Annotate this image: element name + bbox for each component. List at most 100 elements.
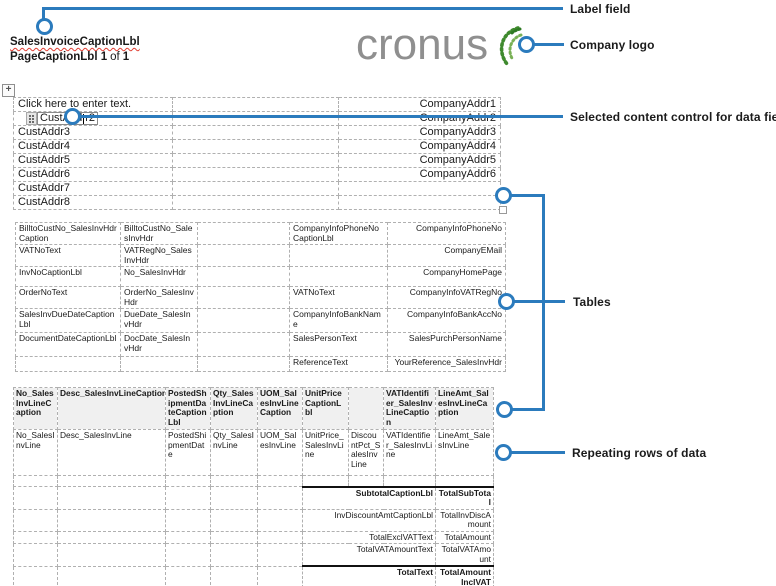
table-cell[interactable] bbox=[172, 195, 339, 210]
table-cell[interactable]: CompanyAddr3 bbox=[338, 125, 501, 140]
table-cell[interactable] bbox=[302, 475, 349, 487]
column-header[interactable]: Desc_SalesInvLineCaption bbox=[57, 387, 166, 430]
table-cell[interactable] bbox=[13, 508, 58, 532]
table-cell[interactable]: CompanyInfoBankName bbox=[289, 308, 388, 333]
table-cell[interactable] bbox=[210, 543, 258, 567]
table-cell[interactable] bbox=[57, 508, 166, 532]
table-cell[interactable]: CompanyInfoPhoneNo bbox=[387, 222, 506, 245]
table-cell[interactable] bbox=[338, 195, 501, 210]
table-cell[interactable]: CompanyAddr1 bbox=[338, 97, 501, 112]
table-cell[interactable] bbox=[289, 244, 388, 267]
table-cell[interactable] bbox=[57, 543, 166, 567]
table-cell[interactable] bbox=[289, 266, 388, 287]
table-cell[interactable] bbox=[165, 565, 211, 586]
table-cell[interactable] bbox=[348, 475, 384, 487]
table-cell[interactable] bbox=[257, 530, 303, 544]
table-cell[interactable]: CompanyInfoPhoneNoCaptionLbl bbox=[289, 222, 388, 245]
table-cell[interactable]: CompanyAddr4 bbox=[338, 139, 501, 154]
table-cell[interactable]: VATIdentifier_SalesInvLine bbox=[383, 429, 436, 476]
column-header[interactable]: UOM_SalesInvLineCaption bbox=[257, 387, 303, 430]
table-cell[interactable] bbox=[165, 486, 211, 510]
totals-value-cell[interactable]: TotalAmountInclVAT bbox=[435, 565, 494, 586]
table-cell[interactable] bbox=[210, 475, 258, 487]
table-cell[interactable] bbox=[197, 332, 290, 357]
table-cell[interactable]: LineAmt_SalesInvLine bbox=[435, 429, 494, 476]
table-cell[interactable] bbox=[210, 486, 258, 510]
table-cell[interactable] bbox=[210, 565, 258, 586]
totals-caption-cell[interactable]: TotalVATAmountText bbox=[302, 543, 436, 567]
totals-value-cell[interactable]: TotalAmount bbox=[435, 530, 494, 544]
table-cell[interactable] bbox=[172, 181, 339, 196]
table-cell[interactable]: UOM_SalesInvLine bbox=[257, 429, 303, 476]
table-resize-handle[interactable] bbox=[499, 206, 507, 214]
table-cell[interactable]: DocDate_SalesInvHdr bbox=[120, 332, 198, 357]
table-cell[interactable]: VATNoText bbox=[15, 244, 121, 267]
table-cell[interactable]: OrderNoText bbox=[15, 286, 121, 309]
table-cell[interactable]: CompanyAddr6 bbox=[338, 167, 501, 182]
table-cell[interactable] bbox=[257, 486, 303, 510]
content-control-handle[interactable] bbox=[26, 112, 37, 125]
table-cell[interactable] bbox=[210, 530, 258, 544]
table-cell[interactable]: DueDate_SalesInvHdr bbox=[120, 308, 198, 333]
table-cell[interactable]: SalesPurchPersonName bbox=[387, 332, 506, 357]
table-cell[interactable] bbox=[172, 97, 339, 112]
table-cell[interactable]: No_SalesInvLine bbox=[13, 429, 58, 476]
table-cell[interactable]: SalesInvDueDateCaptionLbl bbox=[15, 308, 121, 333]
table-cell[interactable]: VATRegNo_SalesInvHdr bbox=[120, 244, 198, 267]
totals-value-cell[interactable]: TotalVATAmount bbox=[435, 543, 494, 567]
table-cell[interactable]: CompanyEMail bbox=[387, 244, 506, 267]
table-cell[interactable] bbox=[257, 565, 303, 586]
totals-caption-cell[interactable]: SubtotalCaptionLbl bbox=[302, 485, 436, 510]
table-cell[interactable] bbox=[210, 508, 258, 532]
table-cell[interactable]: CompanyHomePage bbox=[387, 266, 506, 287]
table-cell[interactable]: CompanyAddr2 bbox=[338, 111, 501, 126]
table-cell[interactable] bbox=[57, 486, 166, 510]
table-cell[interactable] bbox=[197, 308, 290, 333]
table-cell[interactable] bbox=[120, 356, 198, 372]
table-cell[interactable] bbox=[13, 565, 58, 586]
table-cell[interactable] bbox=[257, 508, 303, 532]
table-cell[interactable]: BilltoCustNo_SalesInvHdr bbox=[120, 222, 198, 245]
table-cell[interactable] bbox=[197, 222, 290, 245]
table-cell[interactable] bbox=[13, 475, 58, 487]
table-cell[interactable]: ReferenceText bbox=[289, 356, 388, 372]
table-cell[interactable]: DocumentDateCaptionLbl bbox=[15, 332, 121, 357]
column-header[interactable]: No_SalesInvLineCaption bbox=[13, 387, 58, 430]
page-caption-label[interactable]: PageCaptionLbl 1 of 1 bbox=[10, 51, 129, 63]
table-cell[interactable] bbox=[172, 139, 339, 154]
table-cell[interactable] bbox=[435, 475, 494, 487]
table-cell[interactable]: No_SalesInvHdr bbox=[120, 266, 198, 287]
totals-caption-cell[interactable]: TotalExclVATText bbox=[302, 530, 436, 544]
content-control-custaddr2[interactable]: CustAdd r2 bbox=[26, 112, 172, 125]
table-cell[interactable]: Desc_SalesInvLine bbox=[57, 429, 166, 476]
table-cell[interactable] bbox=[172, 167, 339, 182]
sales-invoice-caption-label[interactable]: SalesInvoiceCaptionLbl bbox=[10, 36, 140, 48]
table-cell[interactable] bbox=[165, 508, 211, 532]
table-cell[interactable]: CustAddr7 bbox=[13, 181, 173, 196]
table-cell[interactable]: OrderNo_SalesInvHdr bbox=[120, 286, 198, 309]
table-cell[interactable] bbox=[13, 486, 58, 510]
totals-value-cell[interactable]: TotalSubTotal bbox=[435, 485, 494, 510]
table-cell[interactable]: CompanyInfoVATRegNo bbox=[387, 286, 506, 309]
table-cell[interactable] bbox=[338, 181, 501, 196]
table-cell[interactable]: YourReference_SalesInvHdr bbox=[387, 356, 506, 372]
table-cell[interactable] bbox=[197, 286, 290, 309]
table-cell[interactable] bbox=[165, 530, 211, 544]
table-cell[interactable]: Qty_SalesInvLine bbox=[210, 429, 258, 476]
placeholder-cell[interactable]: Click here to enter text. bbox=[13, 97, 173, 112]
table-cell[interactable] bbox=[172, 125, 339, 140]
column-header[interactable]: VATIdentifier_SalesInvLineCaption bbox=[383, 387, 436, 430]
table-cell[interactable]: VATNoText bbox=[289, 286, 388, 309]
column-header[interactable]: UnitPriceCaptionLbl bbox=[302, 387, 349, 430]
table-cell[interactable]: InvNoCaptionLbl bbox=[15, 266, 121, 287]
table-cell[interactable] bbox=[165, 543, 211, 567]
column-header[interactable]: PostedShipmentDateCaptionLbl bbox=[165, 387, 211, 430]
table-cell[interactable]: PostedShipmentDate bbox=[165, 429, 211, 476]
totals-value-cell[interactable]: TotalInvDiscAmount bbox=[435, 508, 494, 532]
table-cell[interactable] bbox=[172, 153, 339, 168]
column-header[interactable]: LineAmt_SalesInvLineCaption bbox=[435, 387, 494, 430]
table-cell[interactable]: CustAddr6 bbox=[13, 167, 173, 182]
table-cell[interactable]: CustAddr8 bbox=[13, 195, 173, 210]
table-cell[interactable] bbox=[197, 266, 290, 287]
table-cell[interactable]: BilltoCustNo_SalesInvHdrCaption bbox=[15, 222, 121, 245]
